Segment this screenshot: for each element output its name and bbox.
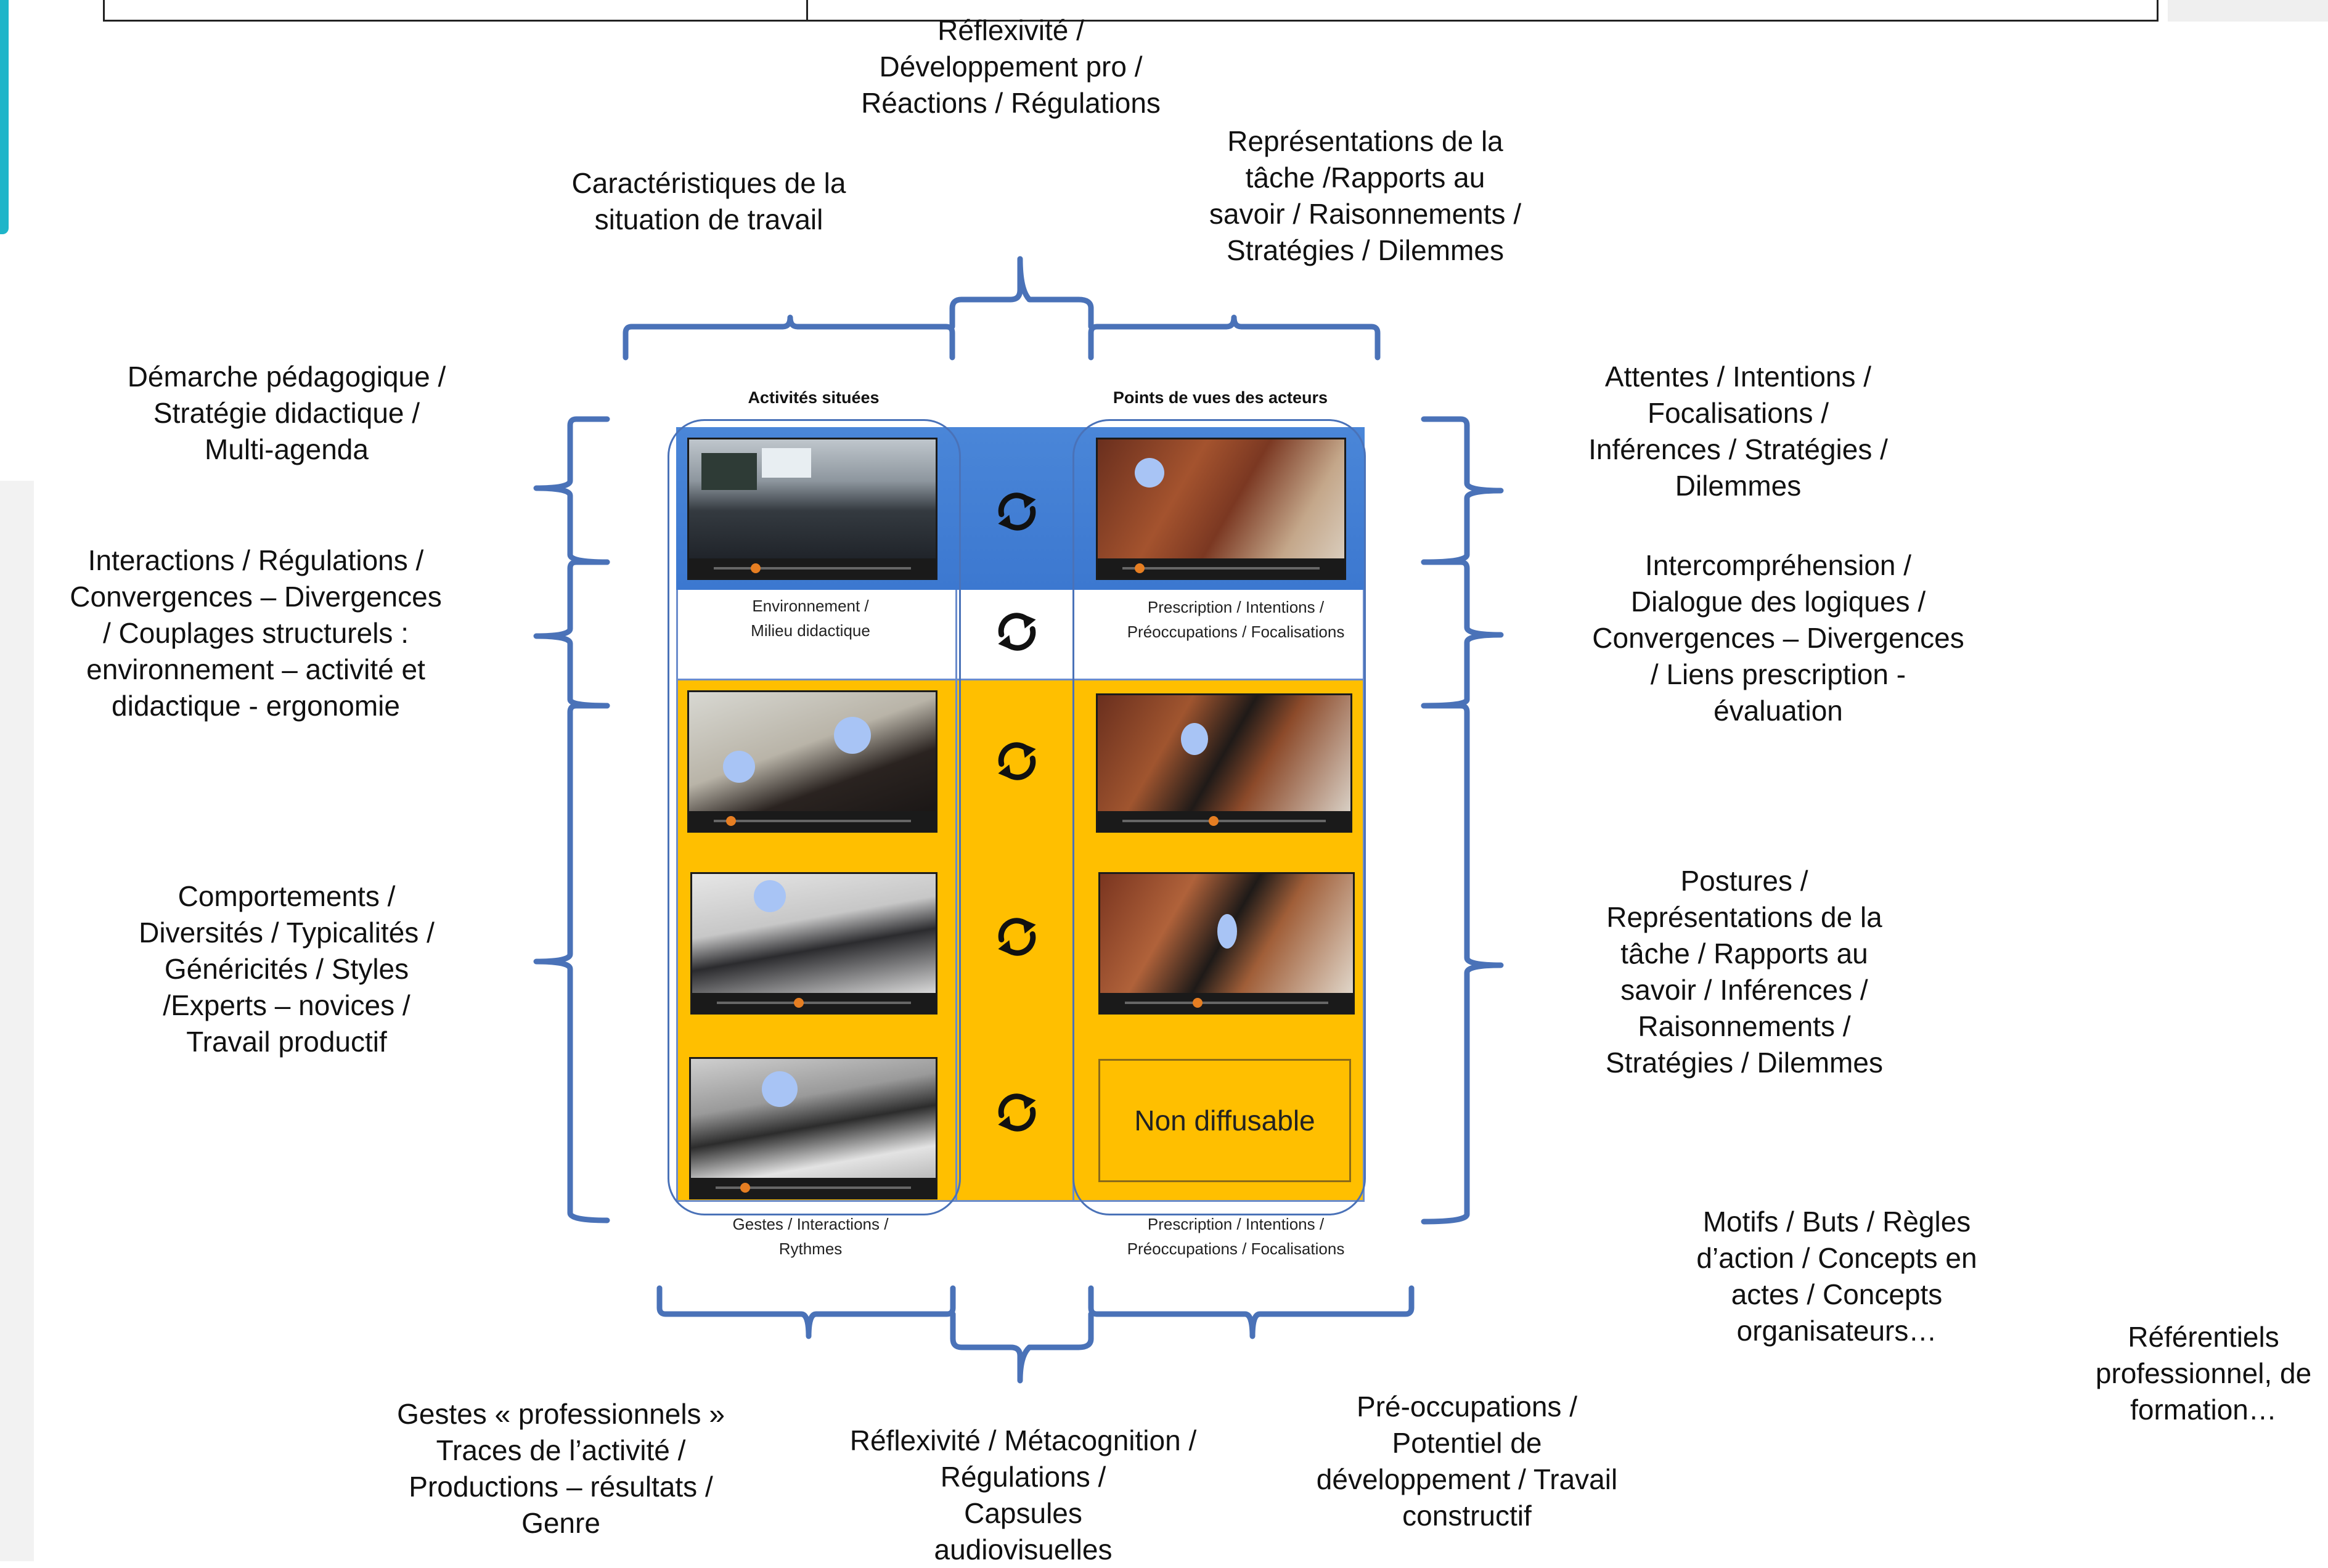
whiteboard (701, 453, 757, 490)
face-blur (1135, 458, 1164, 488)
non-diffusable-box: Non diffusable (1098, 1059, 1351, 1182)
label-bottom-center: Réflexivité / Métacognition / Régulation… (849, 1424, 1197, 1566)
student-video-3[interactable] (689, 1057, 937, 1199)
student-scene-2 (692, 874, 936, 993)
top-right-panel (2168, 0, 2328, 22)
label-right-1: Attentes / Intentions / Focalisations / … (1588, 361, 1888, 502)
left-column-outline (668, 419, 961, 1215)
bottom-right-bracket (1088, 1285, 1415, 1339)
classroom-video[interactable] (687, 438, 937, 580)
right-bracket-1 (1421, 416, 1504, 565)
interview-video-1[interactable] (1096, 438, 1346, 580)
top-table-frame (103, 0, 2159, 22)
sync-arrows-icon (998, 742, 1036, 780)
top-center-bracket (949, 256, 1094, 330)
face-blur (1181, 723, 1208, 755)
video-controls[interactable] (691, 1178, 936, 1198)
face-blur (1217, 914, 1237, 949)
label-right-4: Motifs / Buts / Règles d’action / Concep… (1696, 1206, 1977, 1347)
label-left-2: Interactions / Régulations / Convergence… (70, 544, 442, 722)
classroom-scene (689, 439, 936, 558)
sync-arrows-icon (998, 492, 1036, 531)
student-video-1[interactable] (687, 690, 937, 833)
label-bottom-right: Pré-occupations / Potentiel de développe… (1316, 1390, 1618, 1532)
left-bracket-1 (533, 416, 610, 565)
label-right-2: Intercompréhension / Dialogue des logiqu… (1592, 549, 1964, 727)
column-header-left: Activités situées (748, 388, 880, 407)
video-controls[interactable] (1098, 811, 1350, 831)
right-bracket-3 (1421, 703, 1504, 1225)
label-top-left: Caractéristiques de la situation de trav… (571, 167, 846, 235)
sync-arrows-icon (998, 918, 1036, 956)
bottom-left-bracket (656, 1285, 956, 1339)
table-divider (806, 0, 808, 20)
label-top-right: Représentations de la tâche /Rapports au… (1209, 125, 1522, 266)
label-left-1: Démarche pédagogique / Stratégie didacti… (127, 361, 446, 465)
label-left-3: Comportements / Diversités / Typicalités… (139, 880, 435, 1058)
face-blur (723, 751, 755, 783)
video-controls[interactable] (689, 811, 936, 831)
caption-prescription-bottom: Prescription / Intentions / Préoccupatio… (1127, 1215, 1345, 1258)
label-bottom-left: Gestes « professionnels » Traces de l’ac… (397, 1398, 725, 1539)
face-blur (834, 717, 871, 754)
interview-video-2[interactable] (1096, 693, 1352, 833)
caption-prescription-middle: Prescription / Intentions / Préoccupatio… (1127, 598, 1345, 641)
video-controls[interactable] (692, 993, 936, 1013)
video-controls[interactable] (689, 558, 936, 578)
student-scene-3 (691, 1059, 936, 1178)
sync-arrows-icon (998, 1093, 1036, 1132)
caption-environment: Environnement / Milieu didactique (751, 597, 870, 640)
student-video-2[interactable] (690, 872, 937, 1015)
label-far-right: Référentiels professionnel, de formation… (2095, 1321, 2312, 1426)
bottom-center-bracket (950, 1311, 1094, 1384)
interview-scene-2 (1098, 695, 1350, 811)
face-blur (762, 1071, 798, 1107)
middle-column-divider-left (955, 590, 957, 1202)
interview-scene-1 (1098, 439, 1344, 558)
right-column-outline (1072, 419, 1366, 1215)
label-top-center: Réflexivité / Développement pro / Réacti… (861, 14, 1161, 119)
right-bracket-2 (1421, 559, 1504, 709)
left-bracket-3 (533, 703, 610, 1223)
left-edge-panel (0, 481, 34, 1561)
projector-screen (762, 448, 811, 478)
top-left-bracket (623, 314, 955, 361)
face-blur (754, 880, 786, 912)
video-controls[interactable] (1100, 993, 1353, 1013)
sync-arrows-icon (998, 613, 1036, 651)
white-band (676, 590, 1365, 679)
column-header-right: Points de vues des acteurs (1113, 388, 1328, 407)
label-right-3: Postures / Représentations de la tâche /… (1606, 865, 1883, 1079)
accent-bar (0, 0, 9, 234)
interview-video-3[interactable] (1098, 872, 1355, 1015)
caption-gestures: Gestes / Interactions / Rythmes (732, 1215, 889, 1258)
student-scene-1 (689, 692, 936, 811)
left-bracket-2 (533, 559, 610, 709)
non-diffusable-text: Non diffusable (1134, 1105, 1315, 1137)
video-controls[interactable] (1098, 558, 1344, 578)
top-right-bracket (1088, 314, 1381, 361)
